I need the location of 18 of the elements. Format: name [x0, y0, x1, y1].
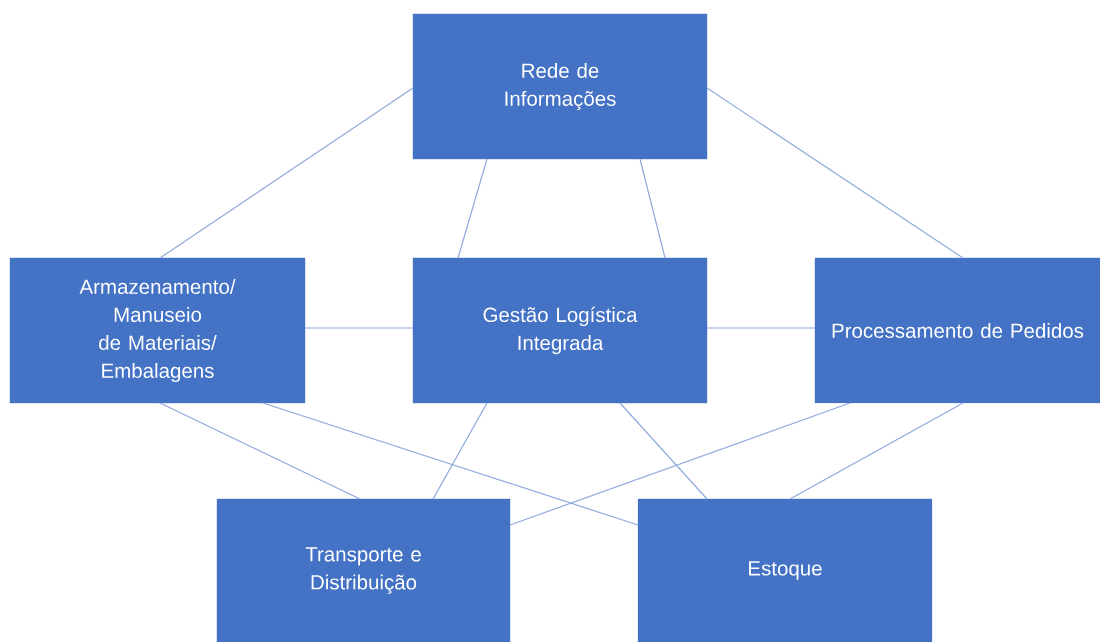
connector-line — [789, 402, 964, 500]
process-box: Transporte e Distribuição — [216, 498, 511, 642]
connector-line — [262, 402, 639, 526]
connector-line — [432, 402, 488, 500]
connector-line — [619, 402, 708, 500]
process-box: Estoque — [637, 498, 933, 642]
connector-line — [706, 327, 816, 329]
process-box: Rede de Informações — [412, 13, 708, 160]
process-box: Gestão Logística Integrada — [412, 257, 708, 404]
connector-line — [159, 402, 361, 500]
process-box: Armazenamento/ Manuseio de Materiais/ Embalagens — [9, 257, 306, 404]
connector-line — [304, 327, 414, 329]
connector-line — [159, 87, 414, 259]
process-box: Processamento de Pedidos — [814, 257, 1100, 404]
connector-line — [639, 158, 666, 259]
connector-line — [509, 402, 851, 526]
connector-line — [457, 158, 488, 259]
connector-line — [706, 87, 964, 259]
